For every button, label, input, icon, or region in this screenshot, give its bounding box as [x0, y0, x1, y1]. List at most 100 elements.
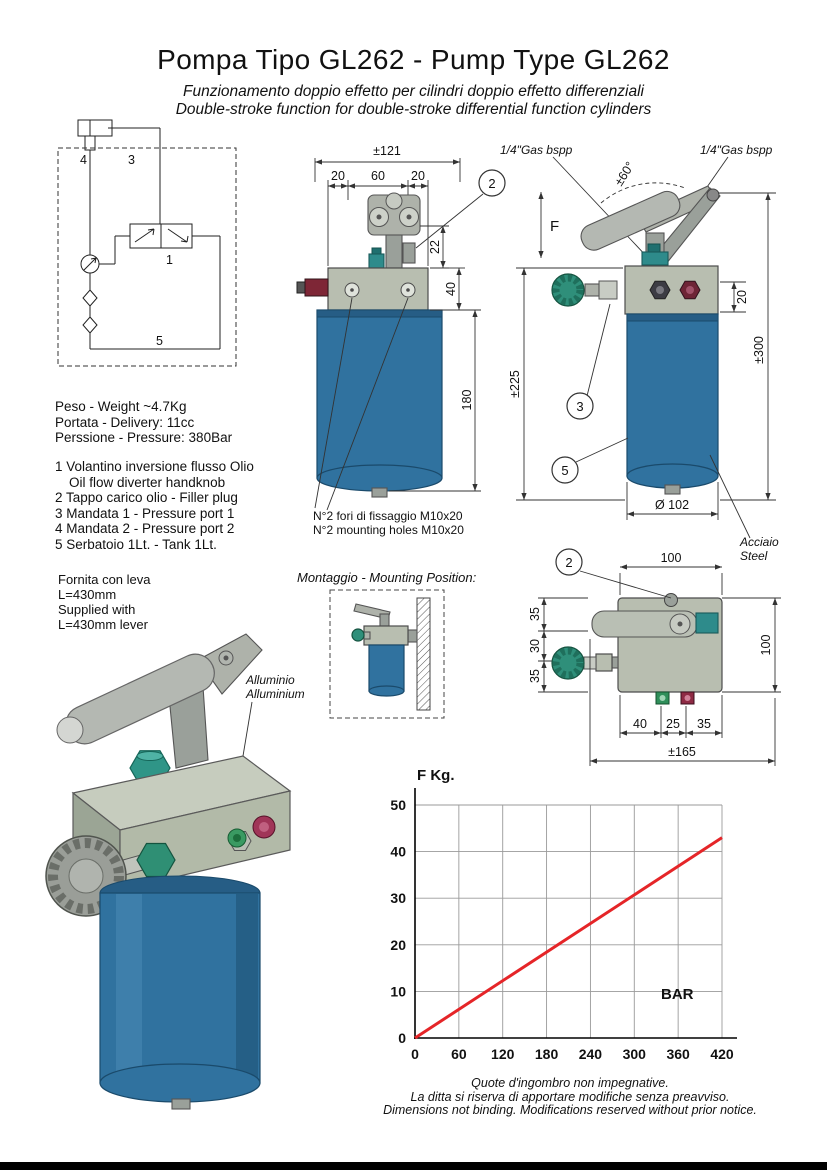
schematic-label-5: 5	[156, 334, 163, 348]
pump3d-tank	[99, 875, 261, 1110]
chart-series	[414, 836, 723, 1040]
front-dim-121: ±121	[373, 144, 401, 158]
side-force-arrow: F	[538, 192, 559, 258]
front-drain-nub	[371, 487, 388, 498]
top-dim-25-text: 25	[666, 717, 680, 731]
side-filler-plug	[641, 251, 669, 266]
side-callout-5-num: 5	[561, 463, 568, 478]
legend-item-5: 5 Serbatoio 1Lt. - Tank 1Lt.	[55, 536, 217, 552]
subtitle-english: Double-stroke function for double-stroke…	[175, 101, 652, 118]
side-callout-3: 3	[566, 303, 611, 420]
top-bottom-dims: 40 25 35	[619, 695, 723, 738]
schematic-pump-symbol	[80, 254, 100, 274]
mounting-label: Montaggio - Mounting Position:	[297, 570, 477, 585]
side-dim-300: ±300	[718, 192, 776, 501]
side-angle-label: ±60°	[612, 159, 638, 188]
legend-item-3: 3 Mandata 1 - Pressure port 1	[55, 505, 235, 521]
legend-item-2: 2 Tappo carico olio - Filler plug	[55, 490, 238, 505]
front-dim-180: 180	[389, 309, 481, 492]
lever-note: Fornita con leva L=430mm Supplied with L…	[58, 572, 151, 632]
subtitle-italian: Funzionamento doppio effetto per cilindr…	[183, 83, 644, 100]
side-material-note: Acciaio Steel	[709, 454, 779, 563]
top-left-dims: 35 30 35	[528, 597, 588, 693]
side-tank	[626, 313, 719, 495]
front-dim-overall: ±121	[314, 144, 461, 182]
spec-pressure: Perssione - Pressure: 380Bar	[55, 430, 233, 445]
front-dim-20b: 20	[411, 169, 425, 183]
front-holes-note: N°2 fori di fissaggio M10x20 N°2 mountin…	[313, 297, 464, 537]
front-view-drawing: ±121 20 60 20	[296, 144, 506, 537]
schematic-label-4: 4	[80, 153, 87, 167]
front-dim-22-text: 22	[428, 240, 442, 254]
mounting-boundary	[329, 589, 445, 719]
side-callout-5: 5	[551, 437, 629, 484]
side-diverter-knob	[551, 273, 618, 307]
front-dim-22: 22	[420, 225, 449, 269]
schematic-cylinder-symbol	[77, 119, 113, 151]
front-holes-note-en: N°2 mounting holes M10x20	[313, 523, 464, 537]
side-view-drawing: 1/4"Gas bspp 1/4"Gas bspp ±60° F	[500, 143, 779, 563]
hydraulic-schematic: 4 3 1 5	[57, 119, 237, 367]
side-material-it: Acciaio	[739, 535, 779, 549]
side-material-en: Steel	[740, 549, 768, 563]
chart-line	[414, 836, 723, 1040]
chart-y-tick: 10	[390, 983, 406, 999]
chart-x-tick: 180	[535, 1046, 559, 1062]
top-dim-165-text: ±165	[668, 745, 696, 759]
front-dim-40: 40	[430, 267, 465, 311]
side-pressure-ports	[649, 280, 701, 300]
chart-x-unit-label: BAR	[661, 986, 694, 1003]
chart-x-tick: 360	[666, 1046, 690, 1062]
side-pivot-bolt	[706, 188, 720, 202]
top-dim-100-right-text: 100	[759, 635, 773, 656]
chart-y-tick: 20	[390, 937, 406, 953]
footer-notes: Quote d'ingombro non impegnative. La dit…	[368, 1076, 772, 1118]
chart-y-tick: 40	[390, 844, 406, 860]
front-handle-assembly	[367, 192, 421, 269]
top-lever	[591, 610, 719, 638]
side-lever-assembly	[580, 185, 721, 266]
legend-block: 1 Volantino inversione flusso Olio Oil f…	[55, 459, 254, 552]
pump3d-right-ports	[227, 815, 276, 851]
lever-note-line3: Supplied with	[58, 602, 136, 617]
mounting-pump-mini	[351, 603, 418, 697]
side-dim-diameter-text: Ø 102	[655, 498, 689, 512]
chart-x-tick: 300	[623, 1046, 647, 1062]
side-dim-20-text: 20	[735, 290, 749, 304]
top-dim-165: ±165	[589, 639, 776, 766]
pump3d-green-hex	[136, 842, 176, 878]
front-filler-plug	[402, 242, 416, 264]
spec-block: Peso - Weight ~4.7Kg Portata - Delivery:…	[55, 399, 232, 446]
top-dim-40-text: 40	[633, 717, 647, 731]
spec-delivery: Portata - Delivery: 11cc	[55, 414, 195, 430]
side-pump-head	[624, 265, 719, 315]
pump3d-lever	[56, 633, 263, 769]
chart-x-tick: 60	[451, 1046, 467, 1062]
side-callout-3-num: 3	[576, 399, 583, 414]
chart-y-tick: 50	[390, 797, 406, 813]
top-dim-35a-text: 35	[528, 607, 542, 621]
schematic-hose-lines	[89, 127, 221, 350]
side-dim-20: 20	[720, 281, 749, 313]
front-holes-note-it: N°2 fori di fissaggio M10x20	[313, 509, 463, 523]
spec-weight: Peso - Weight ~4.7Kg	[55, 399, 187, 414]
schematic-diverter-valve	[129, 223, 193, 249]
side-swing-arc	[600, 182, 686, 204]
page-title: Pompa Tipo GL262 - Pump Type GL262	[157, 44, 670, 75]
mounting-drawing	[329, 589, 445, 719]
top-dim-100-top-text: 100	[661, 551, 682, 565]
pump3d-drain-nub	[171, 1098, 191, 1110]
front-dim-180-text: 180	[460, 390, 474, 411]
top-callout-2: 2	[555, 548, 672, 599]
lever-note-line4: L=430mm lever	[58, 617, 148, 632]
front-dim-row2: 20 60 20	[327, 169, 429, 266]
front-side-fitting	[296, 278, 329, 297]
top-dim-100-top: 100	[619, 551, 723, 595]
front-dim-20a: 20	[331, 169, 345, 183]
front-callout-2-num: 2	[488, 176, 495, 191]
top-bottom-ports	[655, 691, 695, 705]
legend-item-1b: Oil flow diverter handknob	[69, 474, 226, 490]
schematic-check-valves	[82, 289, 98, 334]
front-tank	[316, 309, 443, 498]
